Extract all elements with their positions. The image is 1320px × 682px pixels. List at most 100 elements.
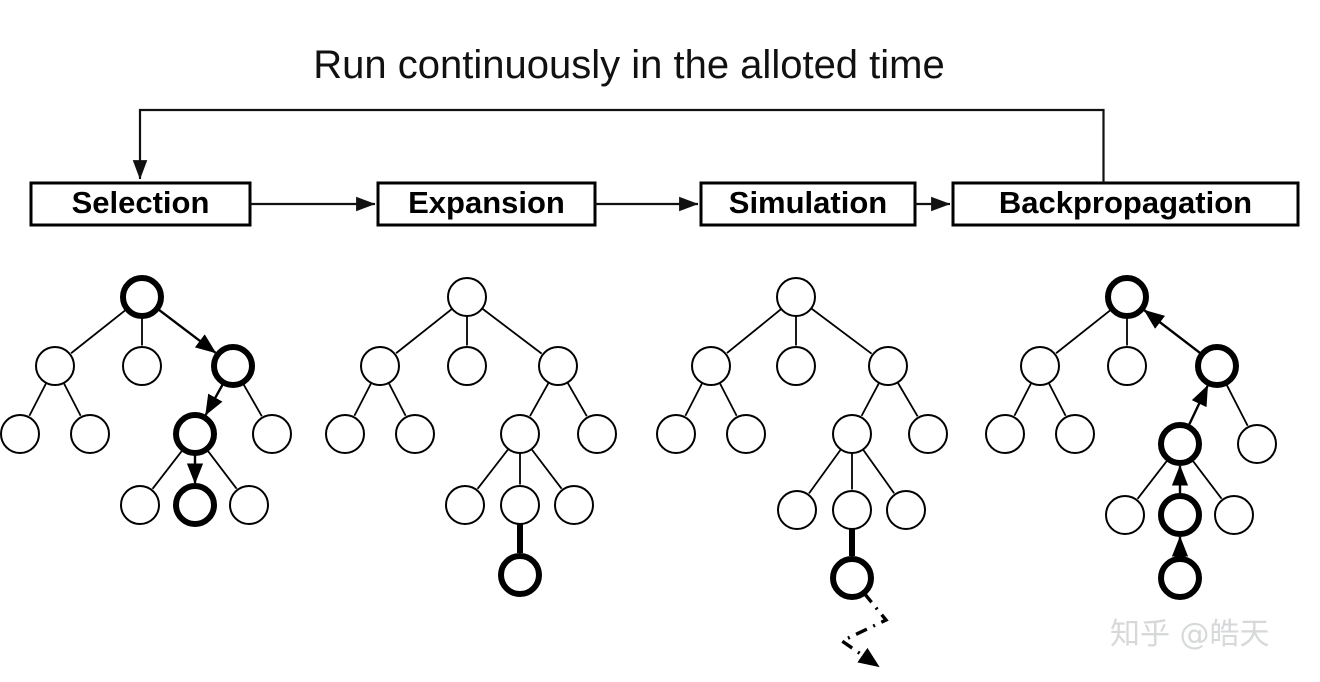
tree-node[interactable] (229, 485, 269, 525)
tree-edge-r-c (481, 307, 543, 355)
phase-box-simulation[interactable] (699, 181, 917, 227)
tree-edge-c1-c1c (206, 450, 238, 490)
tree-edge-c1-c1a (1136, 460, 1168, 500)
phase-label-backpropagation: Backpropagation (999, 185, 1252, 220)
tree-edge-c1-c1c (862, 448, 895, 494)
tree-edge-c-r (1143, 309, 1202, 355)
tree-edge-r-a (70, 309, 127, 354)
tree-node[interactable] (445, 485, 485, 525)
tree-edge-c-c2 (566, 382, 588, 417)
tree-node[interactable] (1214, 495, 1254, 535)
selection-tree (0, 275, 292, 527)
tree-node-highlighted[interactable] (1195, 344, 1239, 388)
tree-edge-c1-c1c (1191, 460, 1223, 500)
phase-box-expansion[interactable] (376, 181, 597, 227)
tree-edge-c-c1 (529, 382, 550, 417)
tree-edge-c1-c1c (530, 448, 563, 490)
tree-node[interactable] (1055, 414, 1095, 454)
page-title: Run continuously in the alloted time (313, 43, 944, 87)
phase-box-selection[interactable] (29, 181, 252, 227)
tree-node[interactable] (500, 485, 540, 525)
tree-node-highlighted[interactable] (1158, 493, 1202, 537)
tree-node-highlighted[interactable] (173, 483, 217, 527)
phase-simulation[interactable]: Simulation (699, 181, 917, 227)
tree-node[interactable] (35, 346, 75, 386)
tree-edge-a-a2 (718, 382, 738, 417)
tree-node[interactable] (1107, 346, 1147, 386)
phase-backpropagation[interactable]: Backpropagation (951, 181, 1300, 227)
tree-node[interactable] (1237, 424, 1277, 464)
tree-edge-a-a1 (28, 382, 48, 417)
tree-node[interactable] (447, 346, 487, 386)
watermark: 知乎 @皓天 (1110, 617, 1270, 652)
tree-node[interactable] (538, 346, 578, 386)
tree-edge-c-c2 (1225, 384, 1249, 427)
tree-node[interactable] (777, 490, 817, 530)
tree-node[interactable] (360, 346, 400, 386)
tree-node[interactable] (656, 414, 696, 454)
tree-node[interactable] (395, 414, 435, 454)
tree-edge-c-c2 (896, 381, 919, 417)
feedback-loop-arrow (132, 108, 1105, 183)
tree-node-highlighted[interactable] (498, 553, 542, 597)
tree-node[interactable] (120, 485, 160, 525)
tree-node[interactable] (726, 414, 766, 454)
tree-edge-c-c1 (860, 382, 880, 417)
tree-illustrations (0, 275, 1277, 668)
tree-node-highlighted[interactable] (830, 556, 874, 600)
tree-node[interactable] (554, 485, 594, 525)
phase-expansion[interactable]: Expansion (376, 181, 597, 227)
tree-node[interactable] (691, 346, 731, 386)
tree-edge-c-c2 (242, 383, 263, 417)
tree-node[interactable] (252, 414, 292, 454)
tree-edge-r-c (158, 308, 217, 354)
tree-node[interactable] (776, 346, 816, 386)
tree-edge-r-a (1055, 309, 1112, 354)
tree-node[interactable] (122, 346, 162, 386)
tree-edge-a-a1 (353, 382, 373, 417)
phase-label-selection: Selection (72, 185, 210, 220)
tree-edge-a-a2 (1047, 382, 1067, 417)
tree-node-highlighted[interactable] (1158, 422, 1202, 466)
tree-node[interactable] (832, 490, 872, 530)
tree-edge-c-c1 (204, 383, 224, 416)
tree-node[interactable] (985, 414, 1025, 454)
tree-node[interactable] (868, 346, 908, 386)
phase-selection[interactable]: Selection (29, 181, 252, 227)
tree-node[interactable] (325, 414, 365, 454)
tree-node-highlighted[interactable] (173, 412, 217, 456)
phase-label-expansion: Expansion (408, 185, 565, 220)
tree-edge-a-a2 (387, 382, 407, 417)
tree-node[interactable] (447, 277, 487, 317)
tree-node[interactable] (776, 277, 816, 317)
phase-box-backpropagation[interactable] (951, 181, 1300, 227)
phase-flow: Selection Expansion Simulation Backpropagat… (29, 108, 1300, 227)
tree-node[interactable] (70, 414, 110, 454)
tree-edge-r-a (726, 308, 782, 354)
tree-node[interactable] (832, 414, 872, 454)
rollout-arrow (838, 591, 889, 668)
tree-edge-c1-c1a (151, 450, 183, 490)
tree-node[interactable] (577, 414, 617, 454)
tree-edge-r-c (810, 307, 873, 355)
tree-node[interactable] (886, 490, 926, 530)
tree-edge-c1-c1a (476, 448, 510, 490)
backpropagation-tree (985, 275, 1277, 600)
tree-node[interactable] (908, 414, 948, 454)
expansion-tree (325, 277, 617, 597)
tree-node-highlighted[interactable] (1158, 556, 1202, 600)
tree-node-highlighted[interactable] (211, 344, 255, 388)
tree-edge-a-a1 (684, 382, 704, 417)
phase-label-simulation: Simulation (729, 185, 887, 220)
tree-edge-c1-c1a (808, 448, 842, 494)
tree-edge-a-a2 (62, 382, 82, 417)
tree-node-highlighted[interactable] (120, 275, 164, 319)
tree-node[interactable] (0, 414, 40, 454)
simulation-tree (656, 277, 948, 668)
tree-node[interactable] (1105, 495, 1145, 535)
tree-node-highlighted[interactable] (1105, 275, 1149, 319)
tree-node[interactable] (500, 414, 540, 454)
tree-node[interactable] (1020, 346, 1060, 386)
